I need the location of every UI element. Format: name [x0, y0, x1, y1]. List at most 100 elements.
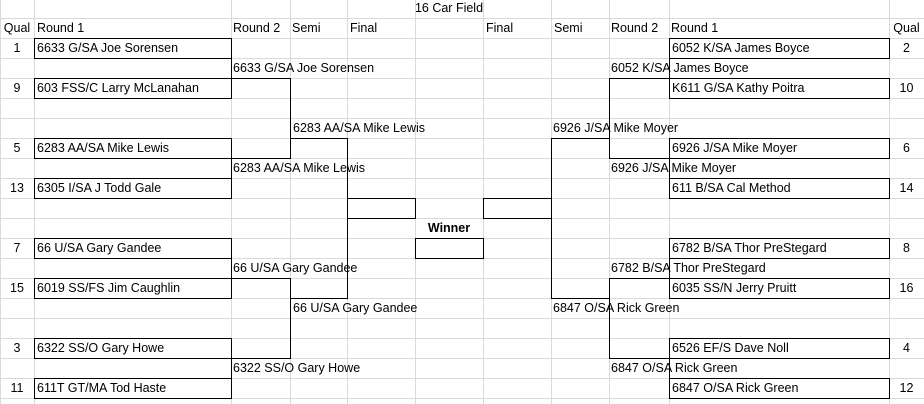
- header-semi-left: Semi: [292, 21, 321, 35]
- connector: [669, 158, 670, 179]
- header-final-right: Final: [486, 21, 514, 35]
- round1-left-slot: [34, 378, 232, 399]
- round1-right-slot: [669, 138, 890, 159]
- round1-entry: K611 G/SA Kathy Poitra: [672, 81, 805, 95]
- header-round2-right: Round 2: [611, 21, 659, 35]
- connector: [609, 158, 670, 159]
- connector: [290, 78, 291, 159]
- qual-number: 5: [13, 141, 21, 155]
- connector: [231, 58, 232, 79]
- round2-entry: 6283 AA/SA Mike Lewis: [233, 161, 366, 175]
- round2-entry: 66 U/SA Gary Gandee: [233, 261, 358, 275]
- round1-entry: 611 B/SA Cal Method: [672, 181, 791, 195]
- qual-number: 9: [13, 81, 21, 95]
- qual-number: 3: [13, 341, 21, 355]
- header-qual-left: Qual: [3, 21, 31, 35]
- round1-left-slot: [34, 138, 232, 159]
- round1-entry: 6847 O/SA Rick Green: [672, 381, 799, 395]
- gridline: [290, 0, 291, 404]
- bracket-title: 16 Car Field: [414, 1, 484, 15]
- qual-number: 16: [899, 281, 914, 295]
- round1-left-slot: [34, 78, 232, 99]
- round1-left-slot: [34, 178, 232, 199]
- qual-number: 15: [10, 281, 24, 295]
- round1-entry: 6526 EF/S Dave Noll: [672, 341, 789, 355]
- qual-number: 6: [903, 141, 910, 155]
- round1-right-slot: [669, 38, 890, 59]
- connector: [290, 298, 348, 299]
- round2-entry: 6782 B/SA Thor PreStegard: [611, 261, 766, 275]
- gridline: [889, 0, 890, 404]
- round1-entry: 6926 J/SA Mike Moyer: [672, 141, 798, 155]
- connector: [290, 138, 348, 139]
- round1-entry: 6633 G/SA Joe Sorensen: [37, 41, 179, 55]
- round1-entry: 6035 SS/N Jerry Pruitt: [672, 281, 797, 295]
- qual-number: 13: [10, 181, 24, 195]
- connector: [551, 298, 610, 299]
- gridline: [669, 0, 670, 404]
- semi-entry: 6283 AA/SA Mike Lewis: [293, 121, 426, 135]
- qual-number: 1: [13, 41, 21, 55]
- qual-number: 8: [903, 241, 910, 255]
- round1-entry: 6782 B/SA Thor PreStegard: [672, 241, 827, 255]
- connector: [609, 278, 610, 359]
- round1-right-slot: [669, 378, 890, 399]
- qual-number: 14: [899, 181, 914, 195]
- qual-number: 2: [903, 41, 910, 55]
- connector: [231, 78, 291, 79]
- round1-right-slot: [669, 78, 890, 99]
- round1-entry: 6305 I/SA J Todd Gale: [37, 181, 162, 195]
- round1-entry: 6322 SS/O Gary Howe: [37, 341, 165, 355]
- round1-right-slot: [669, 238, 890, 259]
- connector: [231, 358, 291, 359]
- winner-slot: [415, 238, 484, 259]
- header-qual-right: Qual: [893, 21, 920, 35]
- connector: [231, 358, 232, 379]
- round1-left-slot: [34, 338, 232, 359]
- round1-entry: 66 U/SA Gary Gandee: [37, 241, 162, 255]
- qual-number: 11: [10, 381, 24, 395]
- round1-right-slot: [669, 178, 890, 199]
- connector: [669, 58, 670, 79]
- qual-number: 4: [903, 341, 910, 355]
- connector: [609, 78, 610, 159]
- gridline: [231, 0, 232, 404]
- header-round2-left: Round 2: [233, 21, 281, 35]
- qual-number: 7: [13, 241, 21, 255]
- round1-left-slot: [34, 278, 232, 299]
- qual-number: 10: [899, 81, 914, 95]
- round1-left-slot: [34, 38, 232, 59]
- header-round1-right: Round 1: [671, 21, 719, 35]
- round1-right-slot: [669, 338, 890, 359]
- winner-label: Winner: [427, 221, 471, 235]
- round1-entry: 611T GT/MA Tod Haste: [37, 381, 167, 395]
- header-semi-right: Semi: [554, 21, 583, 35]
- semi-entry: 6926 J/SA Mike Moyer: [553, 121, 679, 135]
- connector: [231, 158, 232, 179]
- round1-entry: 6019 SS/FS Jim Caughlin: [37, 281, 181, 295]
- connector: [609, 358, 670, 359]
- connector: [231, 258, 232, 279]
- round2-entry: 6322 SS/O Gary Howe: [233, 361, 361, 375]
- connector: [609, 78, 670, 79]
- semi-entry: 66 U/SA Gary Gandee: [293, 301, 418, 315]
- connector: [609, 278, 670, 279]
- header-round1-left: Round 1: [37, 21, 85, 35]
- semi-entry: 6847 O/SA Rick Green: [553, 301, 680, 315]
- header-final-left: Final: [350, 21, 378, 35]
- round1-entry: 6283 AA/SA Mike Lewis: [37, 141, 170, 155]
- round1-left-slot: [34, 238, 232, 259]
- round2-entry: 6847 O/SA Rick Green: [611, 361, 738, 375]
- gridline: [34, 0, 35, 404]
- connector: [290, 278, 291, 359]
- round1-entry: 603 FSS/C Larry McLanahan: [37, 81, 199, 95]
- connector: [231, 278, 291, 279]
- qual-number: 12: [899, 381, 914, 395]
- round2-entry: 6926 J/SA Mike Moyer: [611, 161, 737, 175]
- connector: [551, 138, 552, 299]
- round1-entry: 6052 K/SA James Boyce: [672, 41, 810, 55]
- connector: [551, 138, 610, 139]
- round2-entry: 6052 K/SA James Boyce: [611, 61, 749, 75]
- final-left-slot: [347, 198, 416, 219]
